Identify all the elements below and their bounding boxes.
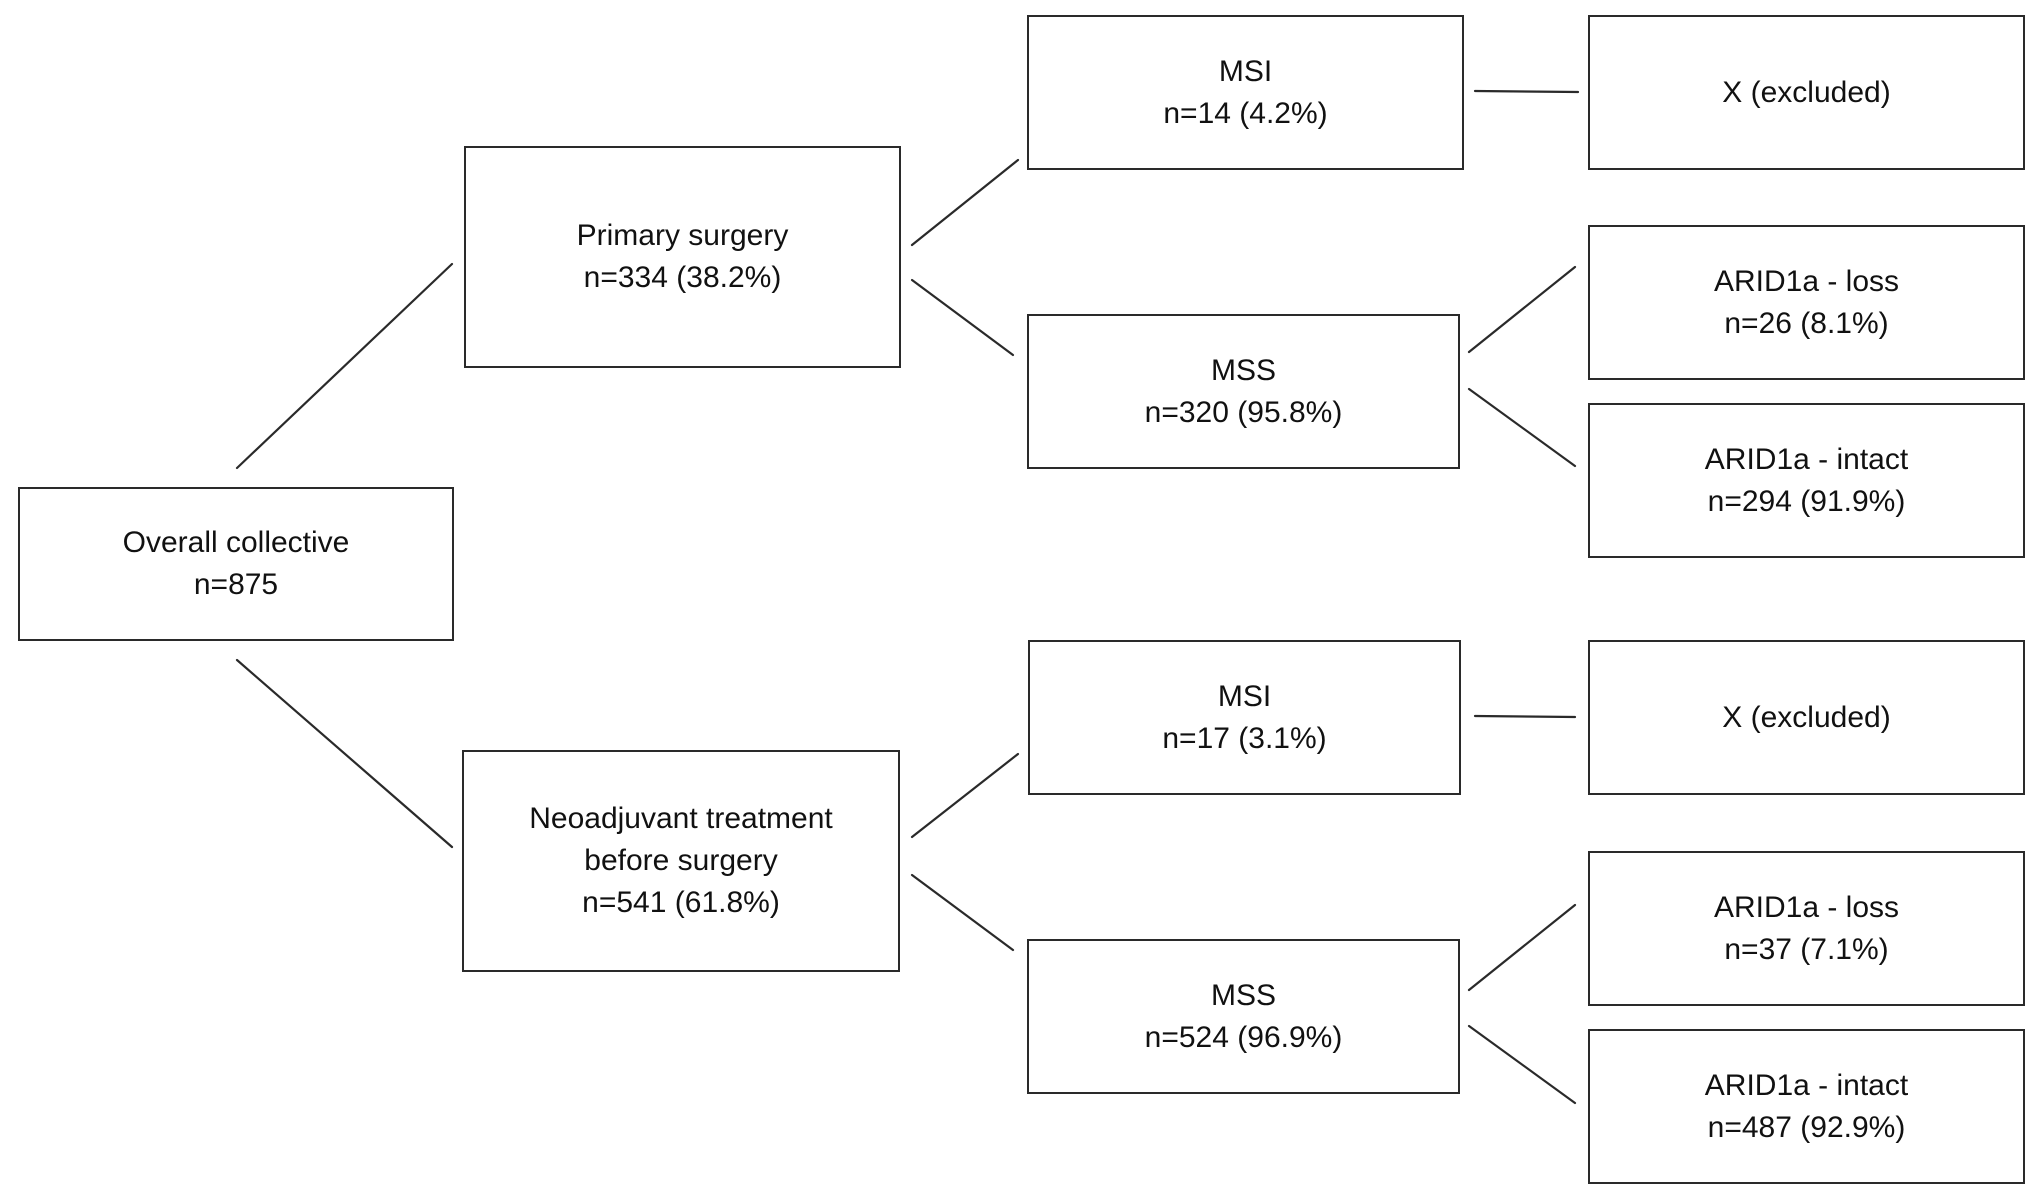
node-title-line2: before surgery (584, 844, 778, 877)
edge-primary-mss-loss (1467, 265, 1577, 354)
edge-neo-mss-intact (1467, 1024, 1577, 1105)
node-primary-msi-excluded: X (excluded) (1588, 15, 2025, 170)
edge-primary-mss-intact (1467, 387, 1577, 468)
node-title: MSS (1210, 978, 1276, 1012)
node-count: n=541 (61.8%) (582, 886, 780, 919)
node-count: n=26 (8.1%) (1724, 306, 1889, 340)
node-title: Overall collective (122, 526, 350, 559)
edge-neoadjuvant-mss (910, 873, 1015, 952)
node-primary-msi: MSI n=14 (4.2%) (1027, 15, 1464, 170)
node-count: n=37 (7.1%) (1724, 932, 1889, 966)
node-count: n=320 (95.8%) (1144, 395, 1343, 429)
edge-overall-neoadjuvant (235, 658, 454, 849)
node-neoadjuvant-treatment: Neoadjuvant treatment before surgery n=5… (462, 750, 900, 972)
node-count: n=875 (193, 568, 279, 601)
node-neo-mss: MSS n=524 (96.9%) (1027, 939, 1460, 1094)
edge-neoadjuvant-msi (910, 752, 1020, 839)
node-title: Primary surgery (576, 219, 789, 252)
node-neo-mss-arid1a-loss: ARID1a - loss n=37 (7.1%) (1588, 851, 2025, 1006)
edge-primary-msi (910, 158, 1020, 247)
node-count: n=17 (3.1%) (1162, 721, 1327, 755)
node-primary-mss-arid1a-intact: ARID1a - intact n=294 (91.9%) (1588, 403, 2025, 558)
node-title: MSS (1210, 353, 1276, 387)
node-primary-surgery: Primary surgery n=334 (38.2%) (464, 146, 901, 368)
edge-neo-mss-loss (1467, 903, 1577, 992)
node-neo-msi: MSI n=17 (3.1%) (1028, 640, 1461, 795)
node-neo-mss-arid1a-intact: ARID1a - intact n=487 (92.9%) (1588, 1029, 2025, 1184)
node-primary-mss: MSS n=320 (95.8%) (1027, 314, 1460, 469)
node-count: n=14 (4.2%) (1163, 96, 1328, 130)
edge-neo-msi-excluded (1473, 714, 1577, 719)
node-title: X (excluded) (1722, 75, 1891, 109)
node-neo-msi-excluded: X (excluded) (1588, 640, 2025, 795)
node-count: n=487 (92.9%) (1707, 1110, 1906, 1144)
node-title: ARID1a - intact (1704, 1068, 1909, 1102)
node-title: ARID1a - intact (1704, 442, 1909, 476)
edge-primary-msi-excluded (1473, 89, 1580, 94)
node-title: MSI (1218, 54, 1273, 88)
node-title-line1: Neoadjuvant treatment (529, 802, 833, 835)
node-title: ARID1a - loss (1713, 890, 1900, 924)
node-primary-mss-arid1a-loss: ARID1a - loss n=26 (8.1%) (1588, 225, 2025, 380)
node-count: n=334 (38.2%) (583, 261, 782, 294)
node-title: ARID1a - loss (1713, 264, 1900, 298)
node-title: MSI (1217, 679, 1272, 713)
node-overall-collective: Overall collective n=875 (18, 487, 454, 641)
node-count: n=524 (96.9%) (1144, 1020, 1343, 1054)
edge-overall-primary (235, 262, 454, 470)
node-title: X (excluded) (1722, 700, 1891, 734)
node-count: n=294 (91.9%) (1707, 484, 1906, 518)
edge-primary-mss (910, 278, 1015, 357)
